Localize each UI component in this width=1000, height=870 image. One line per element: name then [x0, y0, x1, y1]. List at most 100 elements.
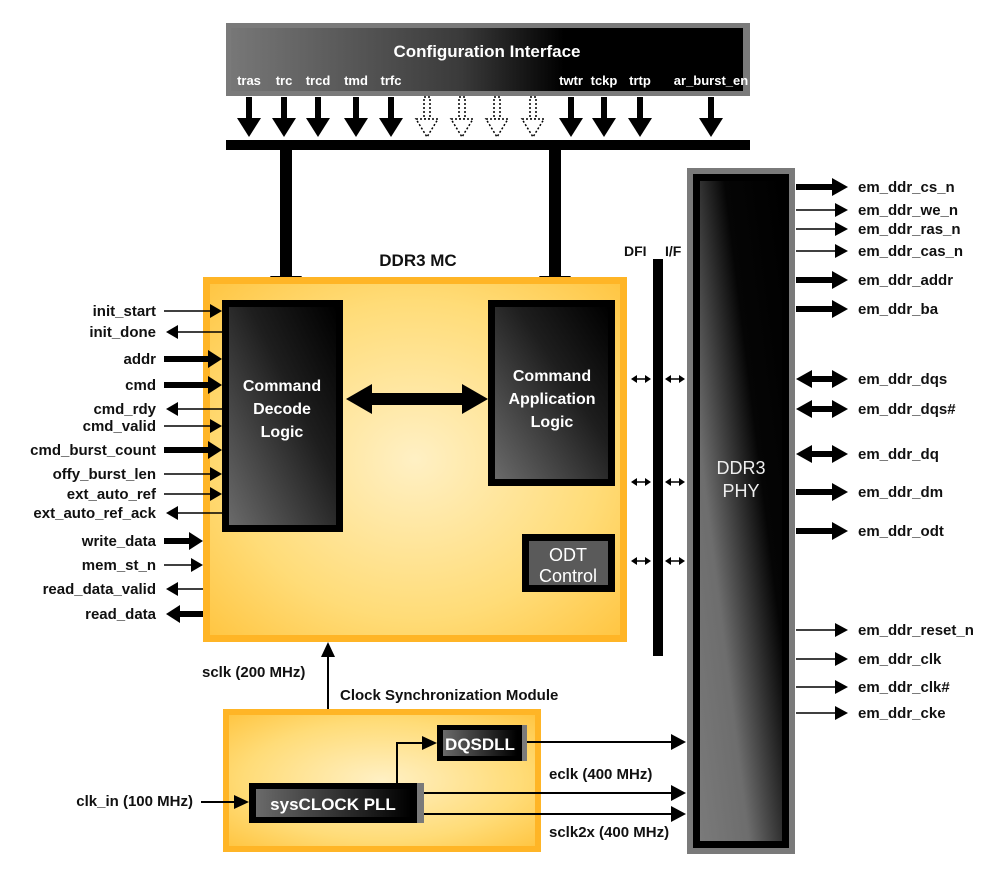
- phy-line-2: PHY: [722, 481, 759, 501]
- signal-arrow-em-ddr-clk-hash: [796, 680, 848, 694]
- clk-in-label: clk_in (100 MHz): [76, 793, 193, 810]
- signal-arrow-mem-st-n: [164, 558, 203, 572]
- signal-label-cmd-rdy: cmd_rdy: [93, 401, 156, 418]
- decode-line-3: Logic: [261, 424, 304, 441]
- signal-arrow-addr: [164, 350, 222, 368]
- signal-arrow-ext-auto-ref-ack: [166, 506, 222, 520]
- signal-arrow-read-data: [166, 605, 203, 623]
- config-param-arrow: [379, 97, 403, 137]
- bus-drop-application: [549, 150, 561, 278]
- signal-arrow-em-ddr-dm: [796, 483, 848, 501]
- signal-arrow-em-ddr-odt: [796, 522, 848, 540]
- signal-arrow-em-ddr-dqs: [796, 370, 848, 388]
- odt-control-block: ODT Control: [522, 534, 615, 592]
- signal-label-cmd-burst-count: cmd_burst_count: [30, 442, 156, 459]
- odt-line-2: Control: [539, 566, 597, 586]
- reserved-config-arrow: [520, 96, 546, 139]
- ddr3-phy-block: DDR3 PHY: [687, 168, 795, 854]
- signal-label-em-ddr-ras-n: em_ddr_ras_n: [858, 221, 961, 238]
- config-param-arrow: [306, 97, 330, 137]
- sclk2x-arrow: [424, 806, 686, 822]
- config-param-arrow: [699, 97, 723, 137]
- dfi-bidirectional-arrow: [665, 375, 685, 383]
- decode-application-link-arrow: [346, 384, 488, 414]
- dqsdll-label: DQSDLL: [445, 735, 515, 754]
- dfi-bidirectional-arrow: [631, 557, 651, 565]
- right-signals: em_ddr_cs_nem_ddr_we_nem_ddr_ras_nem_ddr…: [796, 178, 974, 722]
- signal-label-ext-auto-ref-ack: ext_auto_ref_ack: [33, 505, 156, 522]
- signal-arrow-em-ddr-ras-n: [796, 222, 848, 236]
- signal-label-em-ddr-ba: em_ddr_ba: [858, 301, 939, 318]
- config-param-ar-burst-en: ar_burst_en: [674, 73, 748, 88]
- config-interface-title: Configuration Interface: [393, 42, 580, 61]
- signal-label-read-data-valid: read_data_valid: [43, 581, 156, 598]
- signal-label-mem-st-n: mem_st_n: [82, 557, 156, 574]
- left-signals: init_startinit_doneaddrcmdcmd_rdycmd_val…: [30, 303, 222, 623]
- signal-arrow-em-ddr-reset-n: [796, 623, 848, 637]
- signal-arrow-cmd-burst-count: [164, 441, 222, 459]
- dqsdll-block: DQSDLL: [437, 725, 527, 761]
- config-param-trc: trc: [276, 73, 293, 88]
- signal-label-init-start: init_start: [93, 303, 156, 320]
- signal-arrow-em-ddr-addr: [796, 271, 848, 289]
- signal-label-em-ddr-reset-n: em_ddr_reset_n: [858, 622, 974, 639]
- reserved-config-arrow: [449, 96, 475, 139]
- bus-drop-decode: [280, 150, 292, 278]
- pll-label: sysCLOCK PLL: [270, 795, 396, 814]
- dfi-bus: [653, 259, 663, 656]
- mc-title: DDR3 MC: [379, 251, 456, 270]
- dfi-arrows: [631, 375, 685, 565]
- signal-arrow-em-ddr-dq: [796, 445, 848, 463]
- config-param-arrow: [592, 97, 616, 137]
- signal-arrow-cmd-valid: [164, 419, 222, 433]
- signal-label-em-ddr-we-n: em_ddr_we_n: [858, 202, 958, 219]
- config-param-arrow: [237, 97, 261, 137]
- application-line-3: Logic: [531, 414, 574, 431]
- signal-arrow-em-ddr-cke: [796, 706, 848, 720]
- signal-label-em-ddr-odt: em_ddr_odt: [858, 523, 944, 540]
- dfi-label: DFI: [624, 243, 647, 259]
- signal-arrow-em-ddr-cs-n: [796, 178, 848, 196]
- config-param-twtr: twtr: [559, 73, 583, 88]
- signal-arrow-read-data-valid: [166, 582, 203, 596]
- clock-module-title: Clock Synchronization Module: [340, 687, 558, 704]
- config-bus: [226, 140, 750, 150]
- config-param-tckp: tckp: [591, 73, 618, 88]
- eclk-label: eclk (400 MHz): [549, 766, 652, 783]
- signal-arrow-offy-burst-len: [164, 467, 222, 481]
- config-param-trfc: trfc: [381, 73, 402, 88]
- pll-to-dll-arrow: [396, 736, 437, 783]
- config-param-tras: tras: [237, 73, 261, 88]
- sclk-label: sclk (200 MHz): [202, 664, 305, 681]
- eclk-arrow: [424, 785, 686, 801]
- dll-to-phy-arrow: [527, 734, 686, 750]
- signal-arrow-ext-auto-ref: [164, 487, 222, 501]
- signal-label-cmd: cmd: [125, 377, 156, 394]
- signal-label-init-done: init_done: [89, 324, 156, 341]
- dfi-bidirectional-arrow: [665, 557, 685, 565]
- command-decode-logic-block: Command Decode Logic: [222, 300, 343, 532]
- signal-label-em-ddr-cke: em_ddr_cke: [858, 705, 946, 722]
- application-line-1: Command: [513, 368, 591, 385]
- sysclock-pll-block: sysCLOCK PLL: [249, 783, 424, 823]
- signal-label-cmd-valid: cmd_valid: [83, 418, 156, 435]
- decode-line-1: Command: [243, 378, 321, 395]
- config-param-tmd: tmd: [344, 73, 368, 88]
- signal-label-ext-auto-ref: ext_auto_ref: [67, 486, 157, 503]
- signal-arrow-write-data: [164, 532, 203, 550]
- signal-label-em-ddr-addr: em_ddr_addr: [858, 272, 953, 289]
- reserved-config-arrow: [414, 96, 440, 139]
- command-application-logic-block: Command Application Logic: [488, 300, 615, 486]
- decode-line-2: Decode: [253, 401, 311, 418]
- signal-label-em-ddr-dq: em_ddr_dq: [858, 446, 939, 463]
- signal-arrow-init-done: [166, 325, 222, 339]
- signal-arrow-cmd: [164, 376, 222, 394]
- signal-label-em-ddr-dm: em_ddr_dm: [858, 484, 943, 501]
- signal-label-em-ddr-dqs-hash: em_ddr_dqs#: [858, 401, 956, 418]
- signal-label-em-ddr-clk: em_ddr_clk: [858, 651, 942, 668]
- sclk2x-label: sclk2x (400 MHz): [549, 824, 669, 841]
- signal-label-read-data: read_data: [85, 606, 157, 623]
- config-param-arrow: [559, 97, 583, 137]
